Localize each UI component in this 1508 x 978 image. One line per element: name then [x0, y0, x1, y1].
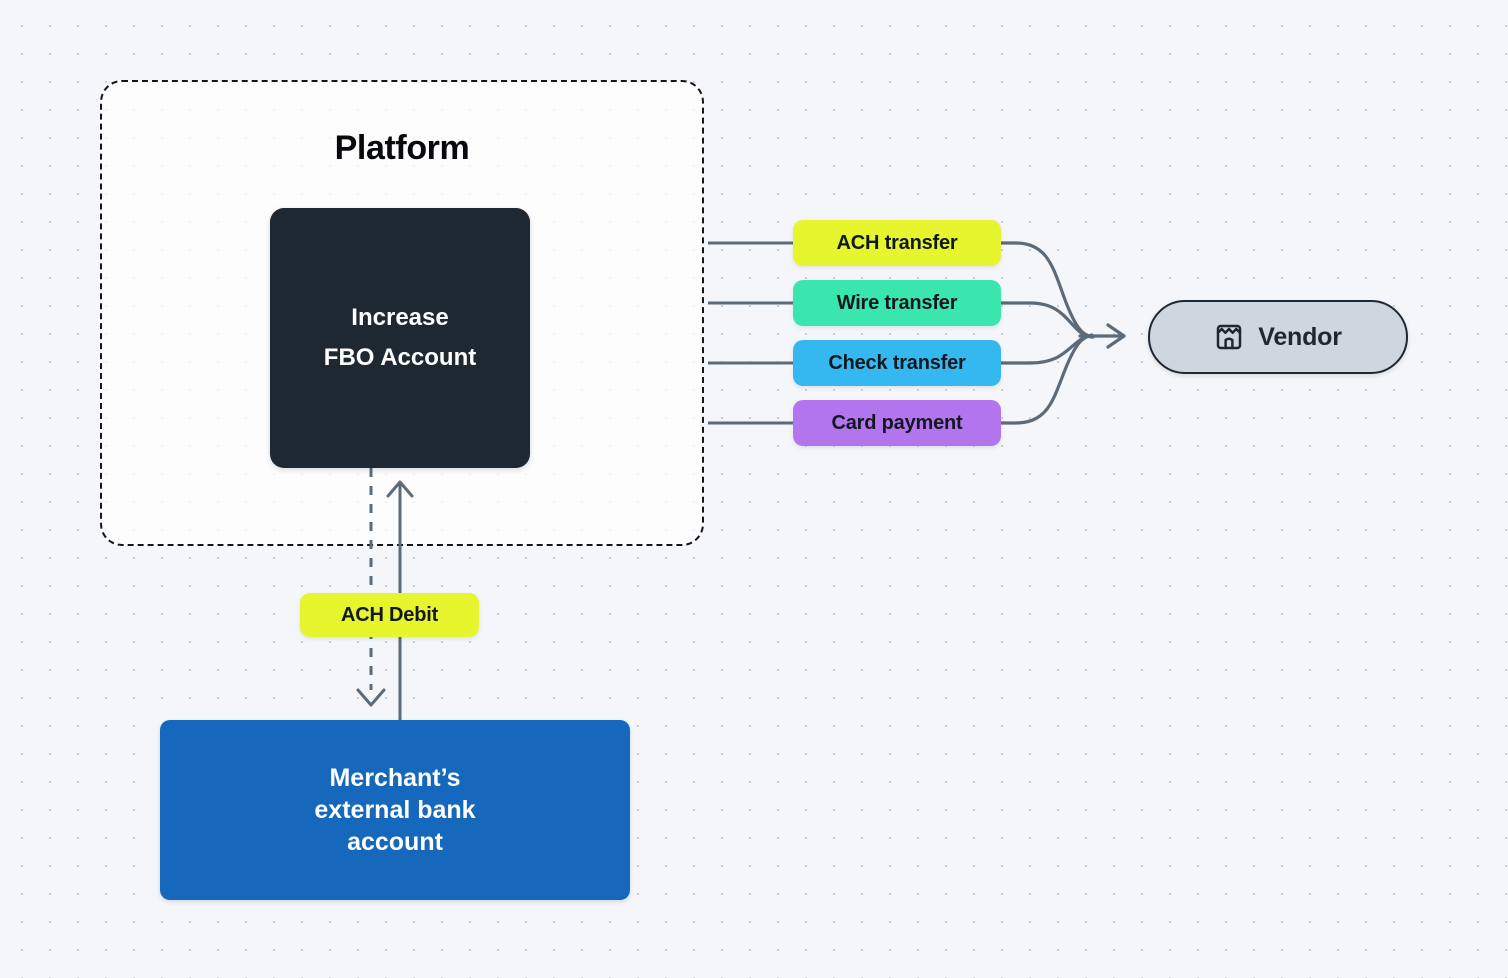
edge-wire-to-vendor	[997, 301, 1095, 339]
arrowhead-vendor	[1106, 323, 1126, 349]
edge-card-to-vendor	[997, 333, 1094, 425]
fbo-node-line-1: Increase	[351, 304, 449, 331]
node-merchant-external-bank-account[interactable]: Merchant’s external bank account	[160, 720, 630, 900]
merchant-node-text: Merchant’s external bank account	[314, 762, 475, 858]
node-increase-fbo-account[interactable]: Increase FBO Account	[270, 208, 530, 468]
merchant-node-line-2: external bank	[314, 796, 476, 824]
platform-title: Platform	[334, 129, 470, 167]
node-vendor[interactable]: Vendor	[1148, 300, 1408, 374]
storefront-icon	[1214, 322, 1244, 352]
pill-card-payment[interactable]: Card payment	[793, 400, 1001, 446]
edge-check-to-vendor	[997, 334, 1095, 365]
pill-wire-transfer[interactable]: Wire transfer	[793, 280, 1001, 326]
merchant-node-line-1: Merchant’s	[329, 764, 461, 792]
arrowhead-merchant-down	[356, 688, 386, 707]
edge-ach-to-vendor	[997, 241, 1094, 339]
pill-ach-transfer[interactable]: ACH transfer	[793, 220, 1001, 266]
vendor-label: Vendor	[1258, 322, 1342, 351]
pill-ach-debit[interactable]: ACH Debit	[300, 593, 479, 637]
merchant-node-line-3: account	[347, 828, 443, 856]
pill-check-transfer[interactable]: Check transfer	[793, 340, 1001, 386]
fbo-node-line-2: FBO Account	[323, 344, 477, 371]
